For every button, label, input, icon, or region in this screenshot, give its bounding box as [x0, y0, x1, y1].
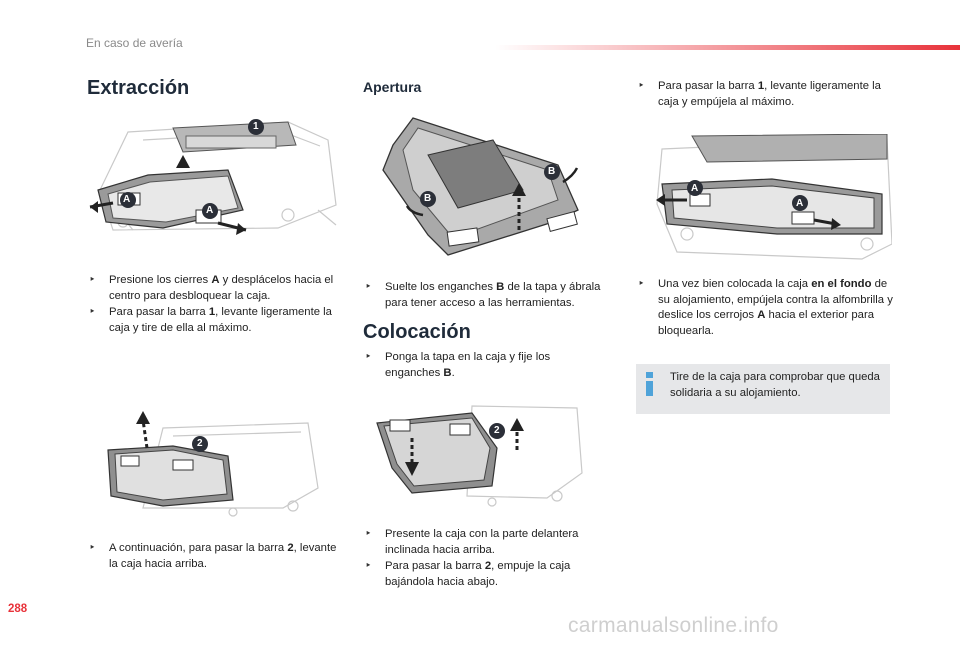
page-number: 288	[8, 603, 28, 615]
label-a-3: A	[691, 183, 699, 194]
label-2: 2	[197, 438, 203, 449]
bullet: A continuación, para pasar la barra 2, l…	[87, 541, 342, 572]
label-2-colocacion: 2	[494, 425, 500, 436]
label-a-4: A	[796, 198, 804, 209]
info-box	[636, 364, 890, 414]
right-instructions-2: Una vez bien colocada la caja en el fond…	[636, 277, 894, 340]
bullet: Para pasar la barra 2, empuje la caja ba…	[363, 559, 603, 590]
apertura-instructions: Suelte los enganches B de la tapa y ábra…	[363, 280, 618, 312]
extraccion-illustration-1	[89, 119, 337, 235]
extraccion-instructions: Presione los cierres A y desplácelos hac…	[87, 273, 342, 337]
section-header: En caso de avería	[86, 36, 183, 50]
label-a-2: A	[206, 205, 214, 216]
bullet: Suelte los enganches B de la tapa y ábra…	[363, 280, 618, 311]
apertura-illustration	[382, 117, 579, 256]
extraccion-title: Extracción	[87, 77, 190, 99]
apertura-title: Apertura	[363, 79, 422, 95]
label-b-1: B	[424, 193, 432, 204]
right-instructions: Para pasar la barra 1, levante ligeramen…	[636, 79, 894, 111]
bullet: Ponga la tapa en la caja y fije los enga…	[363, 350, 593, 381]
label-1: 1	[253, 121, 259, 132]
colocacion-illustration	[376, 405, 583, 507]
bullet: Presente la caja con la parte delantera …	[363, 527, 603, 558]
right-illustration	[656, 134, 892, 260]
watermark: carmanualsonline.info	[568, 614, 779, 637]
colocacion-instructions-2: Presente la caja con la parte delantera …	[363, 527, 603, 591]
label-b-2: B	[548, 166, 556, 177]
colocacion-title: Colocación	[363, 321, 471, 343]
extraccion-illustration-2	[107, 411, 319, 517]
header-accent-bar	[495, 45, 960, 50]
colocacion-instructions: Ponga la tapa en la caja y fije los enga…	[363, 350, 593, 382]
label-a-1: A	[123, 194, 131, 205]
info-text: Tire de la caja para comprobar que queda…	[670, 371, 880, 399]
extraccion-instructions-2: A continuación, para pasar la barra 2, l…	[87, 541, 342, 573]
bullet: Para pasar la barra 1, levante ligeramen…	[87, 305, 342, 336]
bullet: Para pasar la barra 1, levante ligeramen…	[636, 79, 894, 110]
bullet: Una vez bien colocada la caja en el fond…	[636, 277, 894, 339]
bullet: Presione los cierres A y desplácelos hac…	[87, 273, 342, 304]
info-icon	[646, 372, 653, 396]
